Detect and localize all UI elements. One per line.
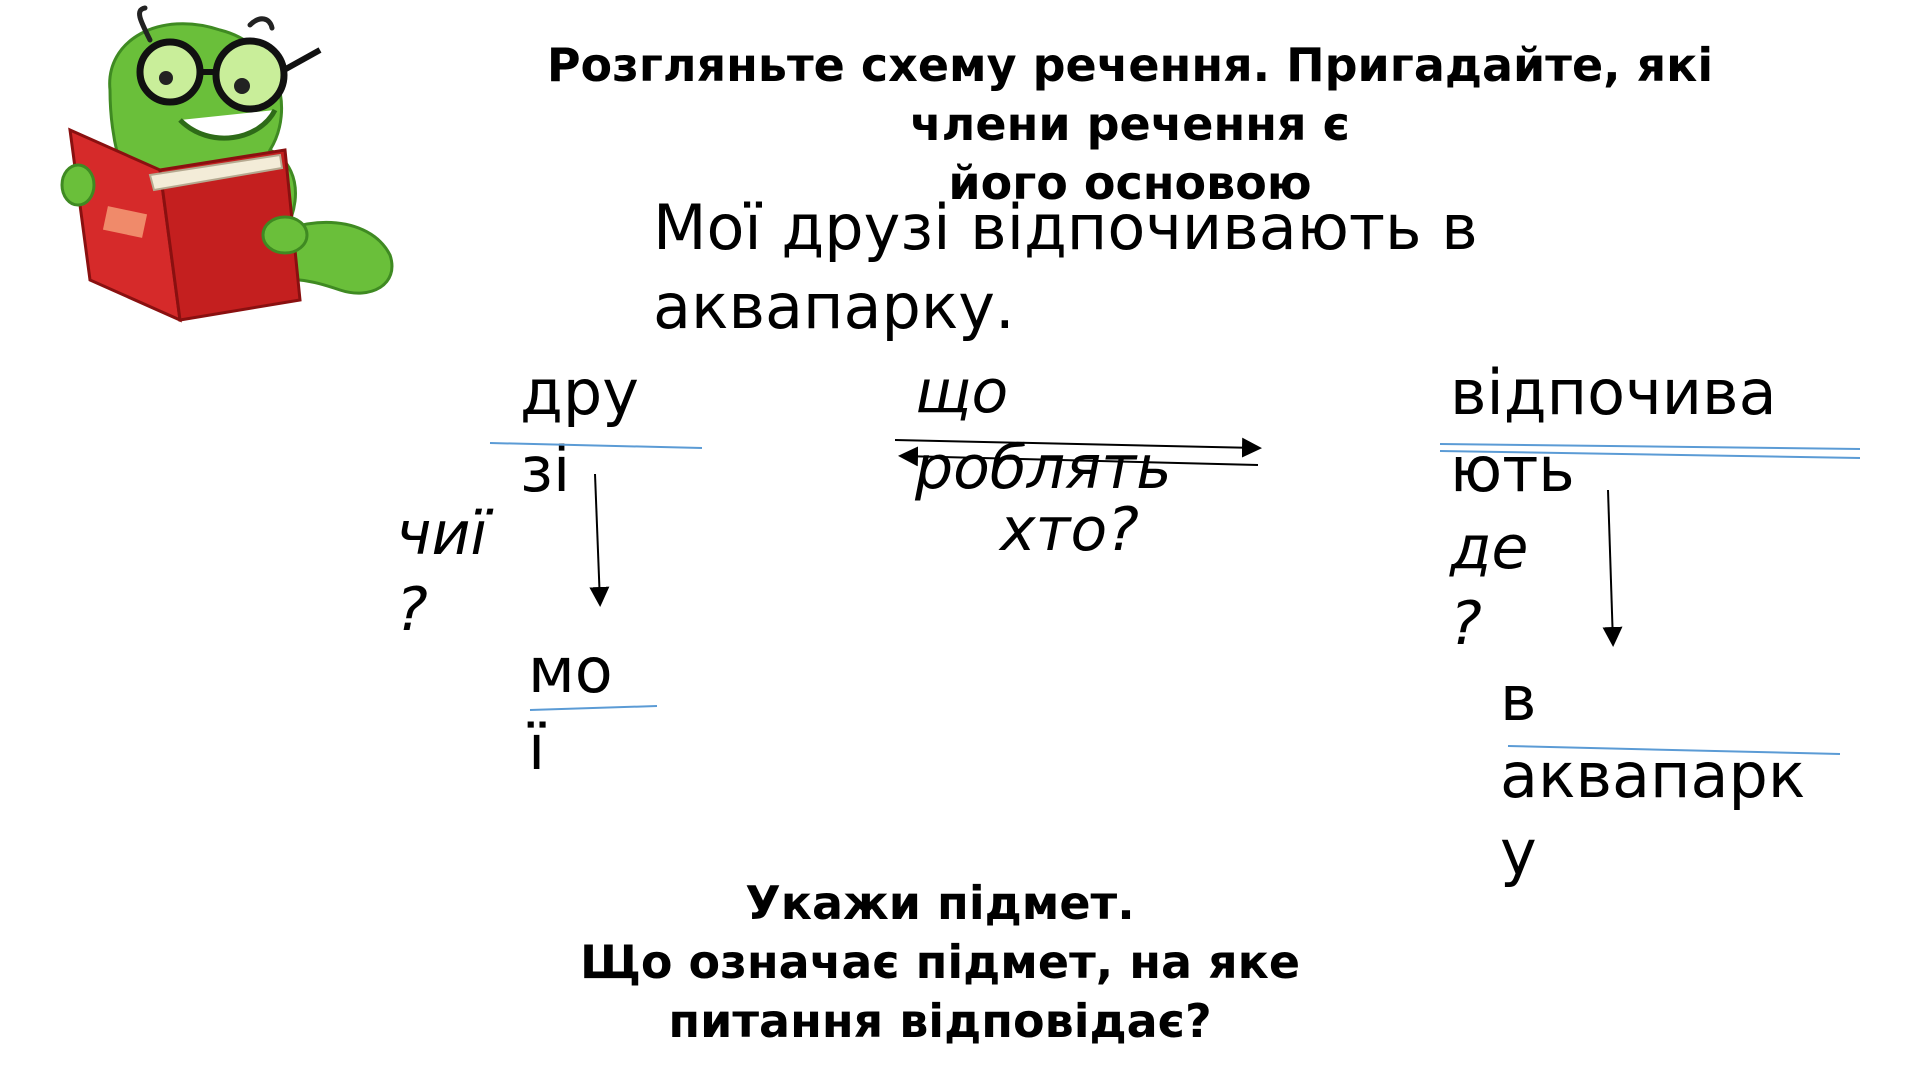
bottom-question: Укажи підмет. Що означає підмет, на яке … — [470, 874, 1410, 1051]
q-attribute-line-1: чиї — [396, 499, 488, 569]
q-place-line-1: де — [1450, 513, 1529, 583]
bottom-line-3: питання відповідає? — [668, 994, 1212, 1048]
slide-title: Розгляньте схему речення. Пригадайте, як… — [480, 36, 1780, 213]
q-predicate-line-1: що — [915, 357, 1009, 427]
attribute-line-2: ї — [528, 711, 546, 784]
scheme-question-subject: хто? — [1000, 495, 1140, 565]
q-attribute-line-2: ? — [396, 575, 428, 645]
scheme-question-predicate: що роблять — [915, 354, 1172, 506]
q-place-line-2: ? — [1450, 589, 1482, 659]
title-line-1: Розгляньте схему речення. Пригадайте, як… — [546, 38, 1714, 92]
title-line-3: його основою — [948, 156, 1312, 210]
scheme-question-place: де ? — [1450, 510, 1528, 662]
sentence-line-1: Мої друзі відпочивають в — [653, 191, 1478, 264]
subject-line-1: дру — [520, 356, 639, 429]
scheme-predicate: відпочива ють — [1450, 354, 1777, 508]
bottom-line-2: Що означає підмет, на яке — [579, 935, 1301, 989]
scheme-place: в аквапарк у — [1500, 660, 1805, 891]
place-line-1: в — [1500, 662, 1537, 735]
bottom-line-1: Укажи підмет. — [745, 876, 1135, 930]
bookworm-illustration — [60, 5, 394, 323]
subject-line-2: зі — [520, 433, 571, 506]
scheme-subject: дру зі — [520, 354, 639, 508]
predicate-line-2: ють — [1450, 433, 1575, 506]
place-line-2: аквапарк — [1500, 739, 1806, 812]
example-sentence: Мої друзі відпочивають в аквапарку. — [653, 188, 1753, 346]
title-line-2: члени речення є — [910, 97, 1350, 151]
scheme-question-attribute: чиї ? — [396, 496, 487, 648]
sentence-line-2: аквапарку. — [653, 270, 1015, 343]
attribute-line-1: мо — [528, 634, 613, 707]
arrow-predicate-to-place — [1602, 489, 1623, 647]
place-line-3: у — [1500, 816, 1537, 889]
scheme-attribute: мо ї — [528, 632, 613, 786]
predicate-line-1: відпочива — [1450, 356, 1777, 429]
